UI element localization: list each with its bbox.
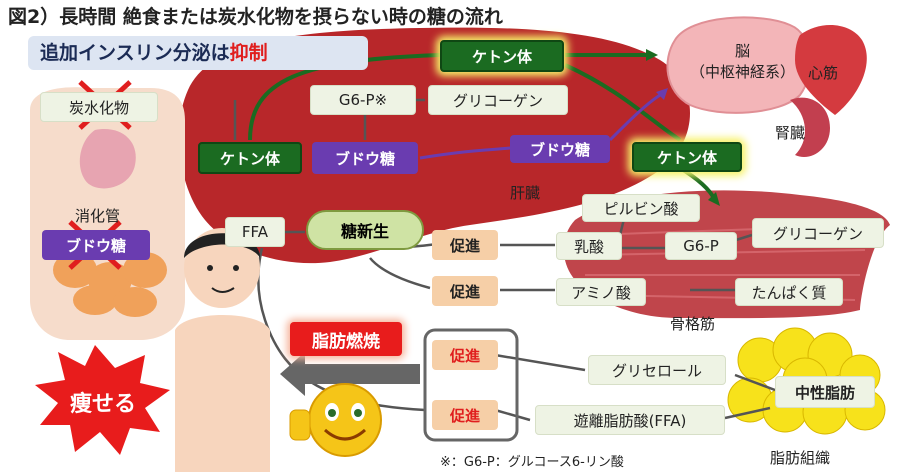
ffa-box: FFA (225, 217, 285, 247)
footnote: ※：G6-P：グルコース6-リン酸 (440, 455, 624, 470)
amino-acid-box: アミノ酸 (556, 278, 646, 306)
burst-icon (35, 345, 170, 455)
promote-ffa-box: 促進 (432, 400, 498, 430)
kidney-illustration (790, 97, 830, 157)
heart-label: 心筋 (808, 64, 839, 82)
neutral-fat-box: 中性脂肪 (775, 376, 875, 408)
glucose-liver-box: ブドウ糖 (312, 142, 418, 174)
glycogen-muscle-box: グリコーゲン (752, 218, 884, 248)
promote-frame (423, 328, 519, 442)
promote-lactate-box: 促進 (432, 230, 498, 260)
fat-burn-box: 脂肪燃焼 (290, 322, 402, 356)
glucose-out-box: ブドウ糖 (510, 135, 610, 163)
digestive-label: 消化管 (75, 207, 121, 225)
slim-arrow (280, 352, 420, 396)
muscle-label: 骨格筋 (670, 315, 716, 333)
intestine-illustration (53, 252, 167, 317)
lactate-box: 乳酸 (556, 232, 622, 260)
banner-text: 追加インスリン分泌は (40, 42, 230, 64)
glycogen-liver-box: グリコーゲン (428, 85, 568, 115)
g6p-muscle-box: G6-P (665, 232, 737, 260)
liver-label: 肝臓 (510, 184, 541, 202)
g6p-liver-box: G6-P※ (310, 85, 416, 115)
heart-illustration (795, 24, 867, 115)
slim-label: 痩せる (70, 392, 137, 417)
gluconeogenesis-box: 糖新生 (306, 210, 424, 250)
protein-box: たんぱく質 (735, 278, 843, 306)
banner-emphasis: 抑制 (229, 42, 268, 64)
promote-glycerol-box: 促進 (432, 340, 498, 370)
insulin-banner: 追加インスリン分泌は抑制 (28, 36, 368, 70)
brain-label: 脳 （中枢神経系） (690, 42, 796, 81)
fat-tissue-label: 脂肪組織 (770, 449, 831, 467)
kidney-label: 腎臓 (775, 124, 806, 142)
smiley-thumbs-up-icon (289, 383, 382, 457)
glucose-gut-box: ブドウ糖 (42, 230, 150, 260)
carb-box: 炭水化物 (40, 92, 158, 122)
ketone-top-box: ケトン体 (440, 40, 564, 72)
ketone-right-box: ケトン体 (632, 142, 742, 172)
glycerol-box: グリセロール (588, 355, 726, 385)
stomach-illustration (79, 129, 136, 189)
promote-amino-box: 促進 (432, 276, 498, 306)
pyruvate-box: ピルビン酸 (582, 194, 700, 222)
man-illustration (175, 228, 270, 472)
brain-illustration (666, 16, 812, 114)
ketone-left-box: ケトン体 (198, 142, 302, 174)
free-fatty-acid-box: 遊離脂肪酸(FFA) (535, 405, 725, 435)
page-title: 図2）長時間 絶食または炭水化物を摂らない時の糖の流れ (8, 6, 503, 28)
